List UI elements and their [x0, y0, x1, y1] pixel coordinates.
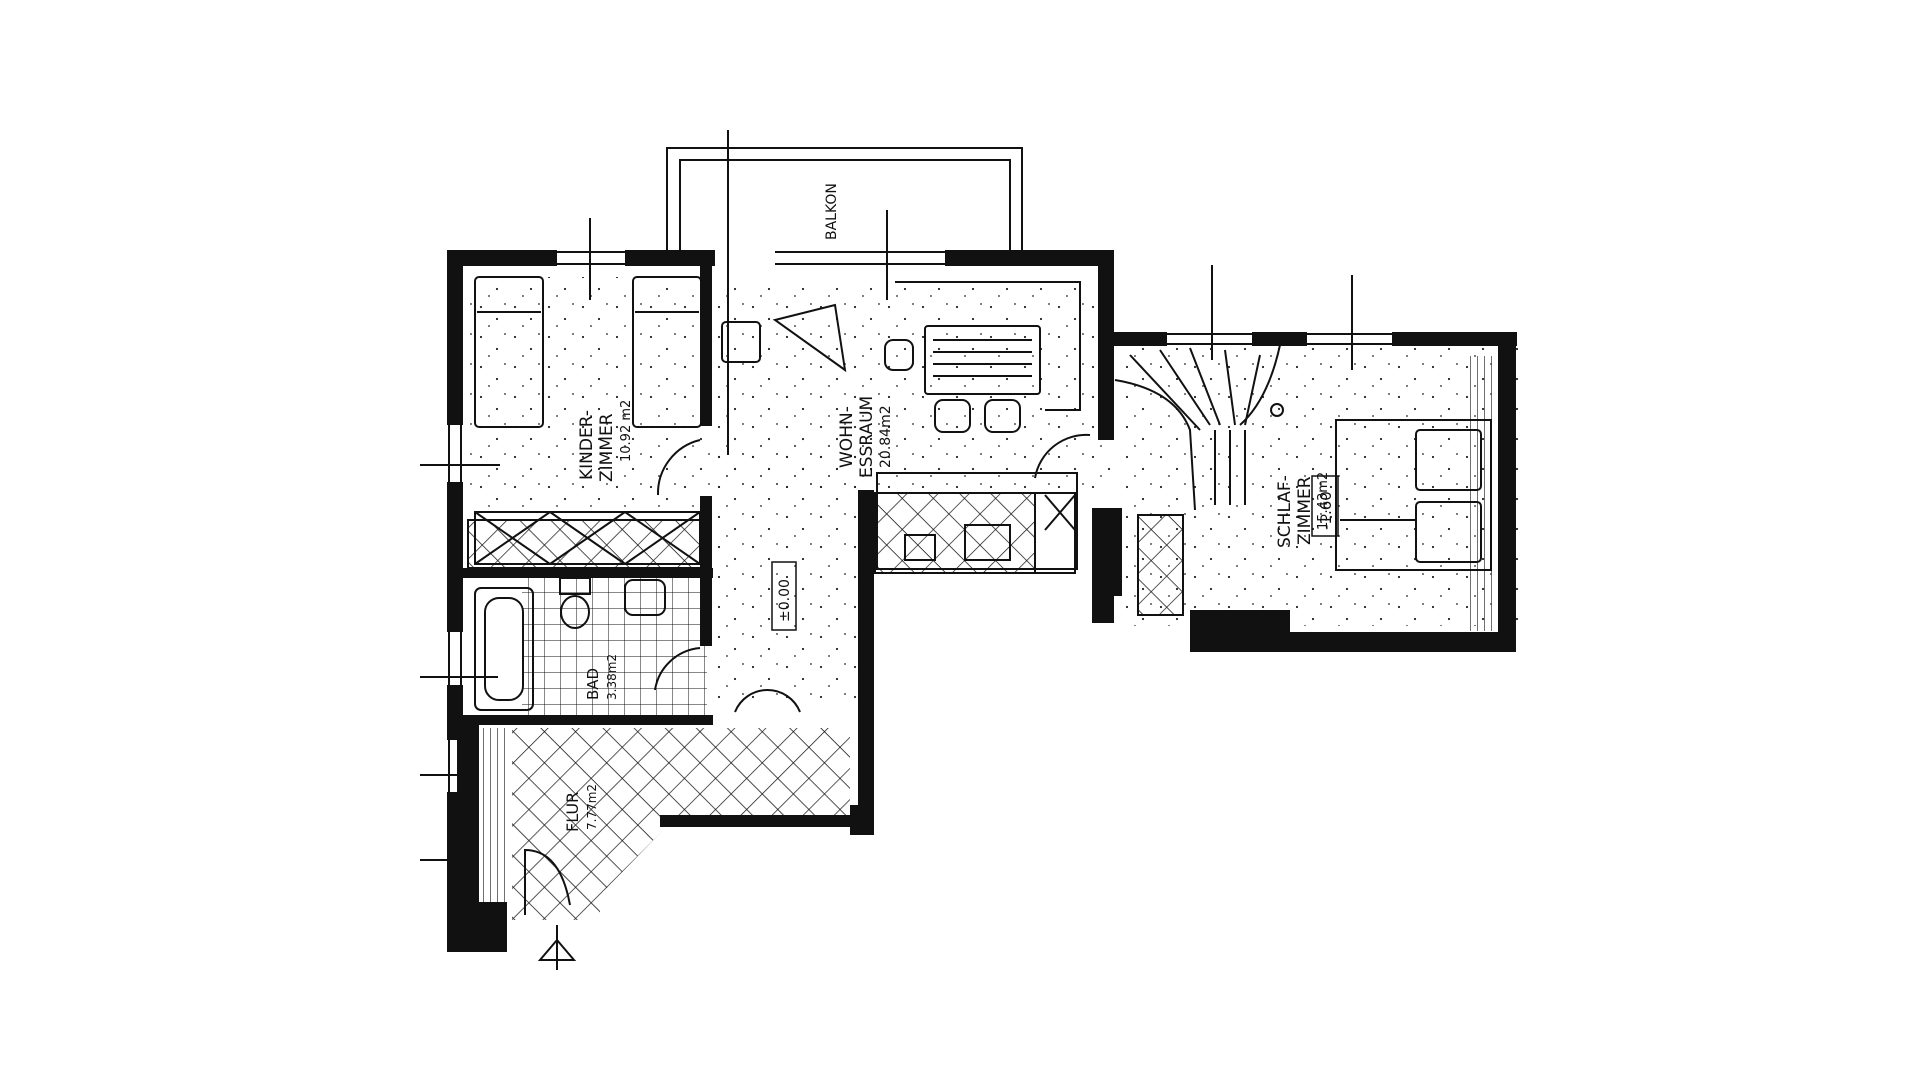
bad-label: BAD: [584, 668, 602, 700]
bed-right: [632, 276, 702, 428]
wohnraum-label-line2: ESSRAUM: [857, 396, 877, 478]
kinderzimmer-area: 10.92 m2: [619, 400, 634, 462]
flur-area: 7.77m2: [585, 784, 599, 830]
kinderzimmer-label-line1: KINDER-: [577, 410, 597, 480]
room-labels: BALKON KINDER- ZIMMER 10.92 m2 WOHN- ESS…: [563, 183, 1339, 832]
wohnraum-label-line1: WOHN-: [837, 406, 857, 468]
dining-table: [924, 325, 1041, 395]
furniture: [474, 276, 1492, 970]
staircase: [1114, 344, 1284, 511]
wardrobe: [474, 511, 701, 565]
balkon-label: BALKON: [824, 183, 840, 240]
kitchen-counter: [876, 472, 1078, 570]
level-box-zero: [771, 561, 797, 631]
schlafzimmer-label-line1: SCHLAF-: [1275, 475, 1295, 548]
wohnraum-area: 20.84m2: [878, 405, 894, 468]
bad-area: 3.38m2: [605, 654, 619, 700]
level-zero-label: ±0.00: [777, 579, 793, 622]
schlafzimmer-label-line2: ZIMMER: [1295, 476, 1315, 545]
schlafzimmer-level: -1.60: [1317, 491, 1335, 530]
flur-label: FLUR: [563, 792, 582, 832]
walls: [447, 250, 1517, 952]
floor-texture: [465, 277, 1520, 705]
schlafzimmer-area: 15.43m2: [1316, 472, 1331, 530]
level-box-schlaf: [1311, 475, 1339, 537]
double-bed: [1335, 419, 1492, 571]
bed-left: [474, 276, 544, 428]
kinderzimmer-label-line2: ZIMMER: [597, 413, 617, 482]
bathtub: [474, 587, 534, 711]
